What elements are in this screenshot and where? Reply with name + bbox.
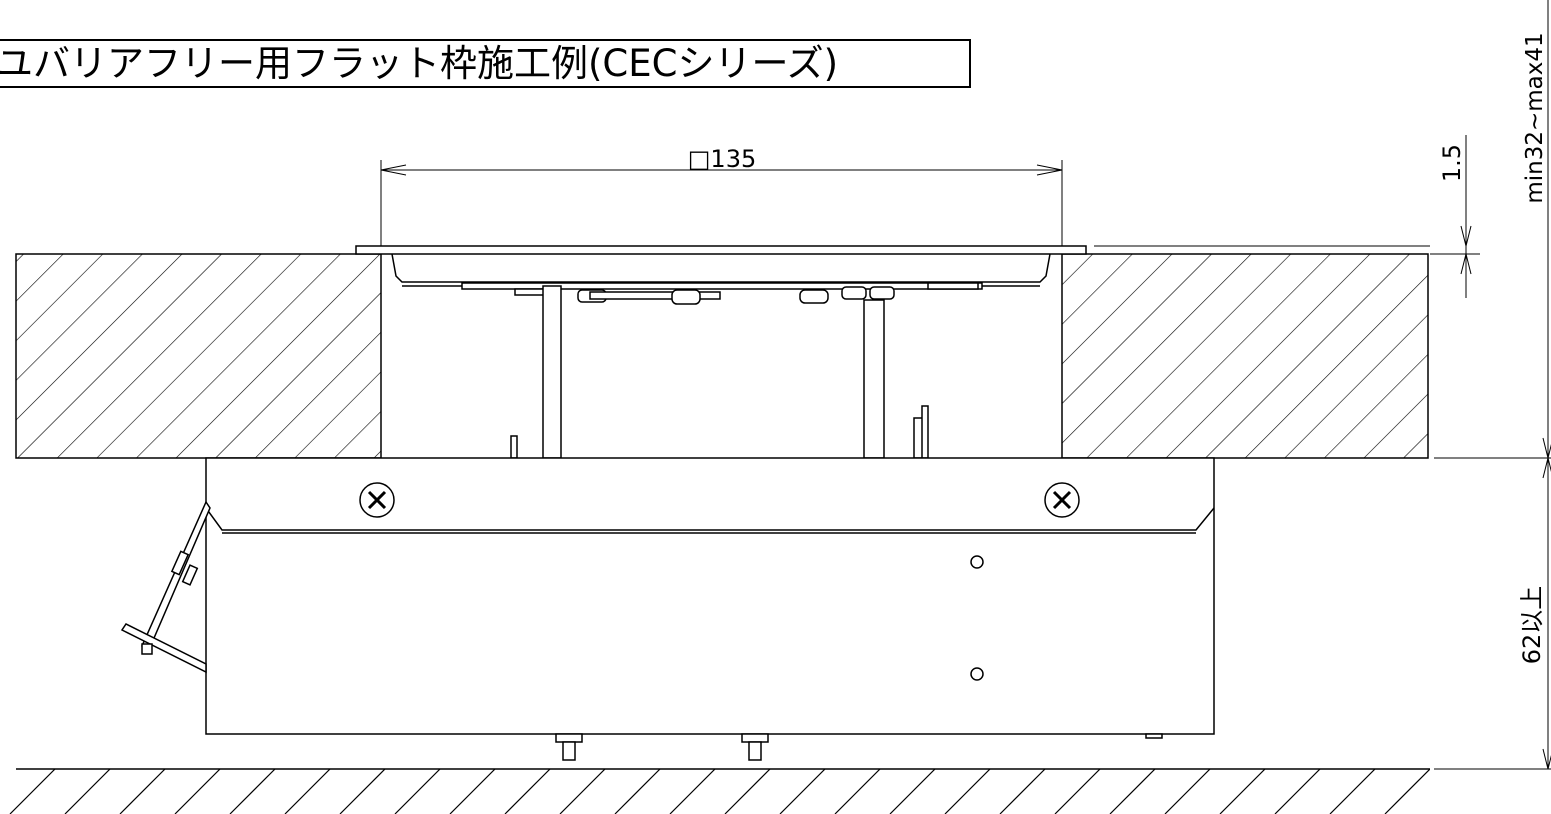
bottom-studs bbox=[555, 733, 1163, 761]
box-holes bbox=[970, 555, 984, 681]
inner-mechanism bbox=[461, 282, 983, 459]
dim-floor-thickness bbox=[1434, 0, 1551, 459]
dim-plate-thickness-label: 1.5 bbox=[1438, 144, 1466, 182]
drawing-title: ユバリアフリー用フラット枠施工例(CECシリーズ) bbox=[0, 39, 971, 88]
dim-frame-width bbox=[380, 160, 1063, 246]
ground-hatch bbox=[9, 768, 1430, 814]
dim-plate-thickness bbox=[1430, 135, 1480, 298]
screw-right-icon bbox=[1044, 482, 1080, 518]
floor-slab-left bbox=[15, 253, 382, 459]
open-lid bbox=[120, 500, 211, 674]
dim-floor-thickness-label: min32~max41 bbox=[1522, 32, 1548, 203]
screw-left-icon bbox=[359, 482, 395, 518]
floor-slab-right bbox=[1061, 253, 1429, 459]
dim-frame-width-label: □135 bbox=[688, 145, 756, 173]
dim-box-depth-label: 62以上 bbox=[1518, 586, 1546, 665]
